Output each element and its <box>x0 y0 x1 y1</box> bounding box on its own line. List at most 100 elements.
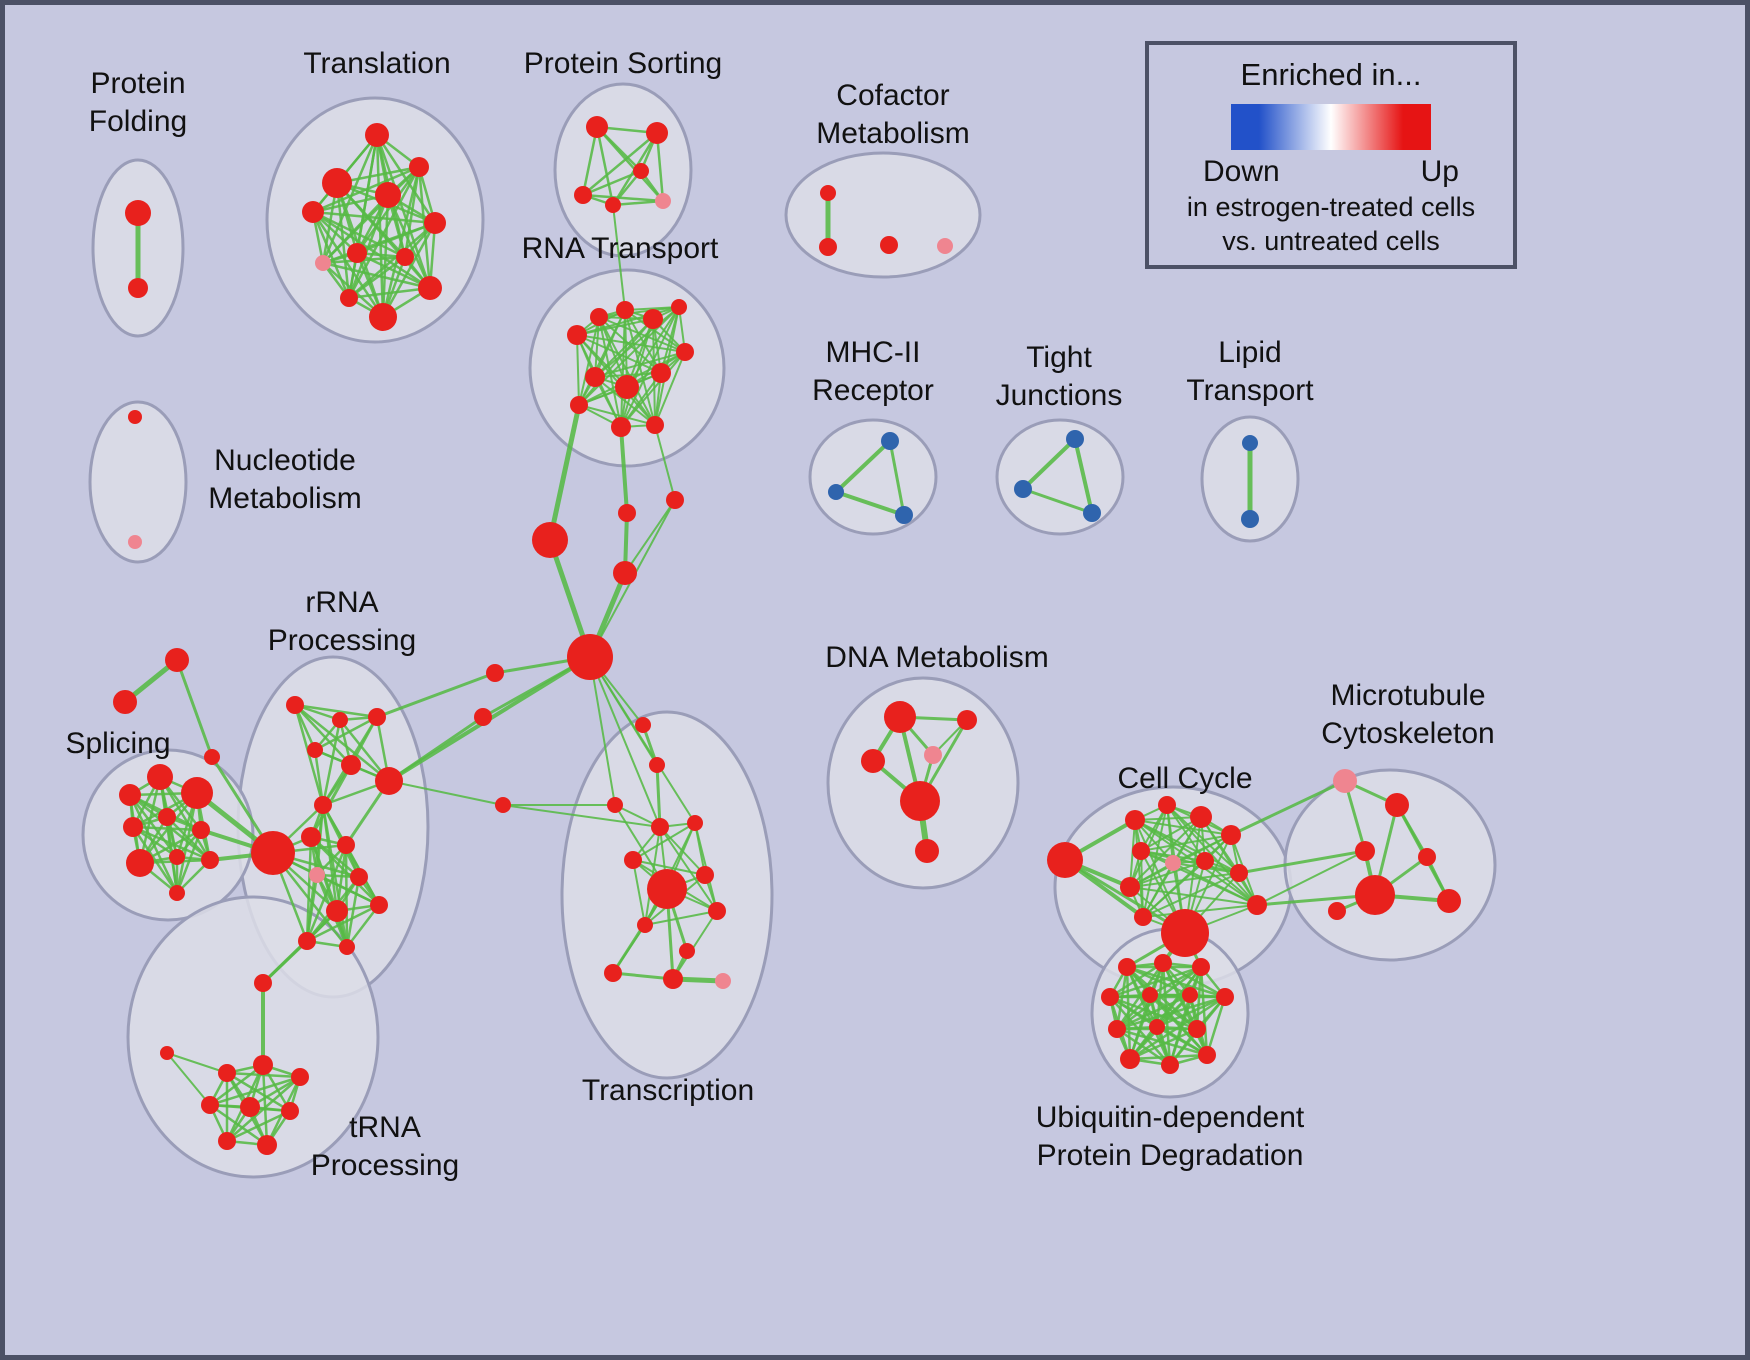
network-edge <box>619 425 629 515</box>
network-node-tn7 <box>240 1097 260 1117</box>
legend-up-label: Up <box>1420 155 1459 188</box>
network-node-dm4 <box>924 746 942 764</box>
network-edge <box>594 316 600 378</box>
network-edge <box>594 306 680 378</box>
network-edge <box>208 1063 265 1107</box>
network-node-ub11 <box>1120 1049 1140 1069</box>
network-edge <box>1161 961 1227 999</box>
legend-caption-line1: in estrogen-treated cells <box>1186 192 1476 222</box>
network-edge <box>589 656 661 828</box>
network-node-cn3 <box>613 561 637 585</box>
cluster-label-trna-processing: tRNA <box>349 1111 421 1144</box>
network-edge <box>1155 995 1227 1029</box>
network-node-rt2 <box>590 308 608 326</box>
network-edge <box>589 656 616 806</box>
network-edge <box>581 193 665 203</box>
network-node-tx12 <box>604 964 622 982</box>
network-node-lt2 <box>1241 510 1259 528</box>
network-edge <box>1140 834 1232 852</box>
network-node-tn5 <box>291 1068 309 1086</box>
network-node-lt1 <box>1242 435 1258 451</box>
network-node-cc13 <box>1247 895 1267 915</box>
cluster-label-protein-folding: Protein <box>90 67 185 100</box>
network-node-tx4 <box>651 818 669 836</box>
network-edge <box>611 971 675 981</box>
network-edge <box>345 875 361 949</box>
network-edge <box>347 193 390 300</box>
network-edge <box>1115 995 1227 1031</box>
network-node-sp1 <box>119 784 141 806</box>
network-node-ps5 <box>655 193 671 209</box>
network-node-mh2 <box>828 484 844 500</box>
network-node-nm1 <box>128 410 142 424</box>
network-edge <box>261 939 309 985</box>
cluster-label-cell-cycle: Cell Cycle <box>1117 762 1252 795</box>
legend-gradient-bar <box>1231 104 1431 150</box>
network-node-fr3 <box>204 749 220 765</box>
network-node-tl8 <box>424 212 446 234</box>
network-edge <box>305 903 381 943</box>
cluster-ellipse-cofactor-metabolism <box>784 151 982 279</box>
legend-box: Enriched in... Down Up in estrogen-treat… <box>1145 41 1517 269</box>
network-node-ub1 <box>1118 958 1136 976</box>
network-node-rr2 <box>332 712 348 728</box>
network-node-sp8 <box>169 849 185 865</box>
network-node-tx3 <box>607 797 623 813</box>
network-node-tx6 <box>624 851 642 869</box>
network-node-ub8 <box>1108 1020 1126 1038</box>
network-edge <box>611 199 665 207</box>
network-edge <box>313 715 379 752</box>
network-node-tj1 <box>1066 430 1084 448</box>
network-edge <box>612 204 626 311</box>
network-node-tn2 <box>160 1046 174 1060</box>
network-node-pf2 <box>128 278 148 298</box>
network-node-ps4 <box>605 197 621 213</box>
network-node-rr15 <box>298 932 316 950</box>
network-node-rr3 <box>368 708 386 726</box>
network-edge <box>1129 860 1206 888</box>
network-node-tx5 <box>687 815 703 831</box>
network-node-rt4 <box>643 309 663 329</box>
network-node-sp4 <box>123 817 143 837</box>
network-node-rr12 <box>350 868 368 886</box>
network-node-cc3 <box>1158 796 1176 814</box>
network-node-tj2 <box>1014 480 1032 498</box>
network-node-mt6 <box>1437 889 1461 913</box>
cluster-label-nucleotide-metabolism: Metabolism <box>208 482 361 515</box>
network-node-tn9 <box>218 1132 236 1150</box>
network-edge <box>655 763 662 829</box>
cluster-label-lipid-transport: Lipid <box>1218 336 1281 369</box>
network-node-sp5 <box>158 808 176 826</box>
network-edge <box>1128 1027 1199 1061</box>
cluster-label-ubiquitin-dependent-protein-degradation: Ubiquitin-dependent <box>1036 1101 1305 1134</box>
network-node-mt7 <box>1328 902 1346 920</box>
network-node-cf4 <box>937 238 953 254</box>
network-node-ps3 <box>574 186 592 204</box>
cluster-label-tight-junctions: Tight <box>1026 341 1092 374</box>
network-edge <box>834 490 906 517</box>
network-node-ub3 <box>1192 958 1210 976</box>
network-node-tx13 <box>663 969 683 989</box>
network-node-fr2 <box>113 690 137 714</box>
network-edge <box>659 826 718 912</box>
network-node-cn2 <box>567 634 613 680</box>
network-edge <box>1155 1025 1209 1057</box>
network-edge <box>1237 849 1367 875</box>
network-edge <box>293 703 353 767</box>
network-edge <box>672 910 718 980</box>
network-node-tl9 <box>418 276 442 300</box>
network-node-cf1 <box>820 185 836 201</box>
network-edge <box>1129 886 1258 906</box>
network-edge <box>620 306 680 428</box>
network-edge <box>594 318 654 378</box>
network-edge <box>388 780 504 806</box>
network-edge <box>375 133 385 319</box>
network-node-rt1 <box>567 325 587 345</box>
network-node-cc7 <box>1165 855 1181 871</box>
network-node-rr8 <box>314 796 332 814</box>
network-node-mh1 <box>881 432 899 450</box>
network-edge <box>131 825 203 832</box>
network-edge <box>595 125 615 207</box>
network-node-dm6 <box>915 839 939 863</box>
network-node-tl1 <box>365 123 389 147</box>
